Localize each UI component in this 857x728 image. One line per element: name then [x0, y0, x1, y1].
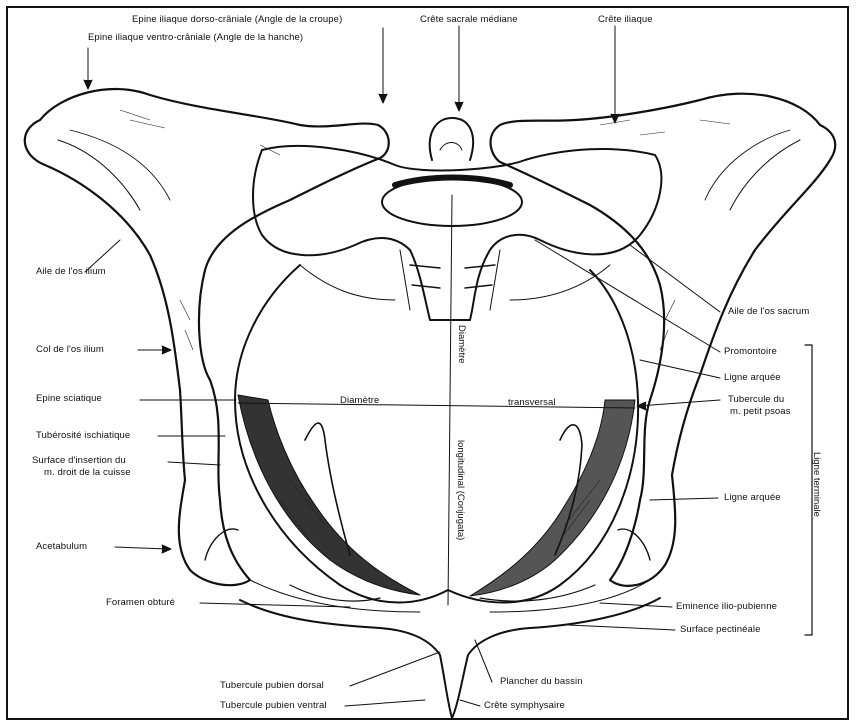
bone-hatching [120, 110, 730, 540]
label-diametre-transversal-2: transversal [508, 397, 556, 408]
label-crete-sacrale: Crête sacrale médiane [420, 14, 518, 25]
label-acetabulum: Acetabulum [36, 541, 87, 552]
acetabulum-right [618, 529, 650, 560]
label-plancher-bassin: Plancher du bassin [500, 676, 583, 687]
ischium-left-shade [238, 395, 420, 595]
label-diametre-longitudinal-2: longitudinal (Conjugata) [455, 440, 466, 540]
leader-lines [84, 26, 720, 706]
label-diametre-transversal-1: Diamètre [340, 395, 379, 406]
label-crete-iliaque: Crête iliaque [598, 14, 653, 25]
label-surface-pectineale: Surface pectinéale [680, 624, 761, 635]
label-epine-ventro-craniale: Epine iliaque ventro-crâniale (Angle de … [88, 32, 303, 43]
ischium-right-shade [470, 400, 635, 596]
label-promontoire: Promontoire [724, 346, 777, 357]
longitudinal-diameter-line [448, 195, 452, 605]
label-crete-symphysaire: Crête symphysaire [484, 700, 565, 711]
label-col-ilium: Col de l'os ilium [36, 344, 104, 355]
spinous-process [430, 118, 473, 160]
label-surface-insertion-2: m. droit de la cuisse [44, 467, 131, 478]
pelvic-inlet [235, 265, 638, 603]
label-tubercule-psoas-1: Tubercule du [728, 394, 784, 405]
right-ilium-wing [491, 94, 836, 586]
label-ligne-arquee-top: Ligne arquée [724, 372, 781, 383]
label-diametre-longitudinal-1: Diamètre [456, 325, 467, 364]
obturator-foramen-left [290, 585, 380, 601]
label-eminence-ilio-pubienne: Eminence ilio-pubienne [676, 601, 777, 612]
sacrum [253, 146, 661, 320]
label-foramen-obture: Foramen obturé [106, 597, 175, 608]
transverse-diameter-line [238, 403, 635, 408]
label-aile-ilium: Aile de l'os ilium [36, 266, 106, 277]
label-ligne-terminale: Ligne terminale [811, 452, 822, 517]
left-ilium-wing [25, 89, 389, 585]
label-aile-sacrum: Aile de l'os sacrum [728, 306, 809, 317]
label-epine-dorso-craniale: Epine iliaque dorso-crâniale (Angle de l… [132, 14, 342, 25]
label-tubercule-psoas-2: m. petit psoas [730, 406, 791, 417]
label-tubercule-pubien-ventral: Tubercule pubien ventral [220, 700, 327, 711]
label-tuberosite-ischiatique: Tubérosité ischiatique [36, 430, 130, 441]
label-ligne-arquee-bottom: Ligne arquée [724, 492, 781, 503]
label-tubercule-pubien-dorsal: Tubercule pubien dorsal [220, 680, 324, 691]
label-epine-sciatique: Epine sciatique [36, 393, 102, 404]
label-surface-insertion-1: Surface d'insertion du [32, 455, 126, 466]
